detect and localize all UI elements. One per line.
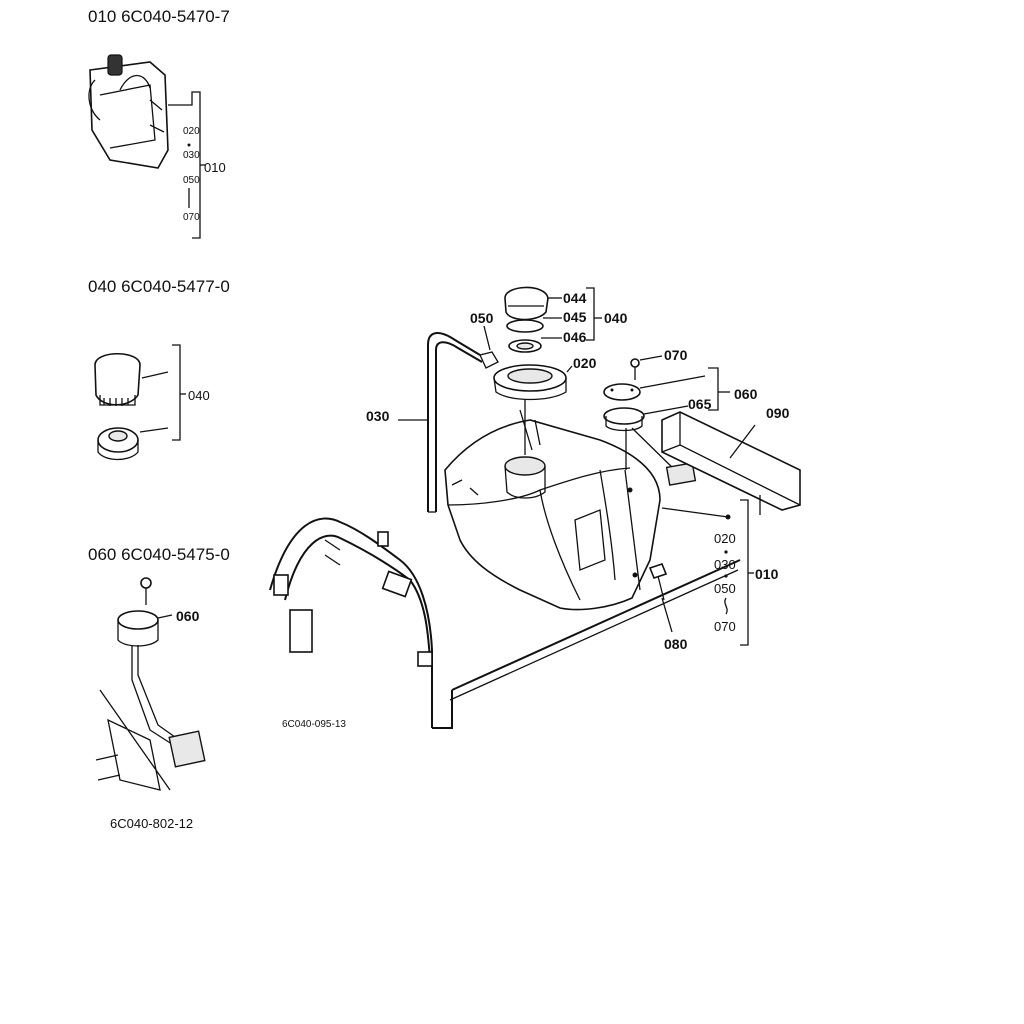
label-046: 046 <box>563 329 587 345</box>
inset-gauge-part-label: 060 <box>176 608 200 624</box>
inset-cap-bracket <box>172 344 181 441</box>
label-060: 060 <box>734 386 758 402</box>
main-exploded-view: 044 045 046 040 050 020 030 070 060 065 … <box>269 286 801 730</box>
tank-thumbnail <box>88 54 169 169</box>
label-010: 010 <box>755 566 779 582</box>
callout-050: 050 <box>183 175 200 186</box>
label-070: 070 <box>664 347 688 363</box>
frame-bracket <box>269 517 741 729</box>
inset-tank-callouts: 020 030 050 070 <box>183 126 200 223</box>
drawing-code: 6C040-095-13 <box>282 719 346 730</box>
inset-gauge-header: 060 6C040-5475-0 <box>88 545 230 564</box>
label-065: 065 <box>688 396 712 412</box>
label-050: 050 <box>470 310 494 326</box>
leader-lines <box>398 287 756 646</box>
cap-thumbnail <box>94 353 141 461</box>
callout-020: 020 <box>183 126 200 137</box>
inset-gauge-footer: 6C040-802-12 <box>110 816 193 831</box>
label-080: 080 <box>664 636 688 652</box>
label-030: 030 <box>366 408 390 424</box>
group-callouts: 020 030 050 070 <box>714 531 736 634</box>
inset-tank: 010 6C040-5470-7 020 030 050 070 010 <box>88 7 230 239</box>
group-callout-070: 070 <box>714 619 736 634</box>
gauge-unit <box>603 358 697 486</box>
callout-030: 030 <box>183 150 200 161</box>
label-020: 020 <box>573 355 597 371</box>
insulator-plate <box>661 411 801 515</box>
callout-070: 070 <box>183 212 200 223</box>
group-callout-050: 050 <box>714 581 736 596</box>
fuel-tank <box>444 419 661 611</box>
group-callout-030: 030 <box>714 557 736 572</box>
part-labels: 044 045 046 040 050 020 030 070 060 065 … <box>366 290 790 652</box>
inset-tank-group-label: 010 <box>204 160 226 175</box>
inset-tank-header: 010 6C040-5470-7 <box>88 7 230 26</box>
label-040: 040 <box>604 310 628 326</box>
inset-gauge: 060 6C040-5475-0 060 6C040-802-12 <box>88 545 230 831</box>
inset-cap: 040 6C040-5477-0 040 <box>88 277 230 461</box>
cap-assembly <box>493 286 567 455</box>
gauge-thumbnail <box>95 577 206 791</box>
label-090: 090 <box>766 405 790 421</box>
group-callout-020: 020 <box>714 531 736 546</box>
bolt <box>648 563 668 601</box>
fuel-hose <box>427 332 499 513</box>
inset-cap-header: 040 6C040-5477-0 <box>88 277 230 296</box>
label-044: 044 <box>563 290 587 306</box>
inset-tank-bracket <box>168 91 201 239</box>
label-045: 045 <box>563 309 587 325</box>
inset-cap-group-label: 040 <box>188 388 210 403</box>
